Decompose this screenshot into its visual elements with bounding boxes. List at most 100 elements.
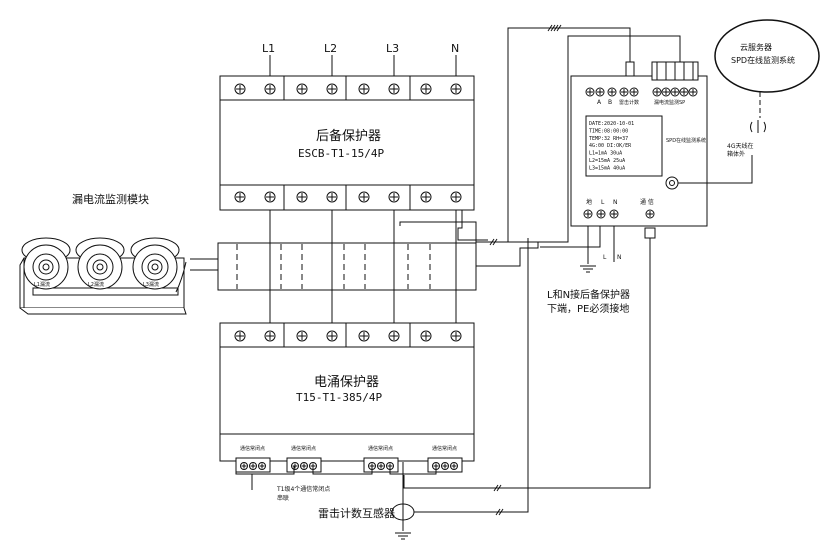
strike-input-block — [625, 61, 635, 77]
surge-top-screw — [420, 330, 432, 342]
surge-top-screw — [388, 330, 400, 342]
antenna-connector — [665, 155, 753, 190]
monitor-top-screw — [607, 87, 617, 97]
monitor-label-leak: 漏电流监测SP — [654, 99, 685, 106]
comm-series-wire — [312, 466, 373, 475]
ct-ring: L2漏流 — [75, 237, 125, 290]
backup-top-terminals — [234, 83, 462, 95]
monitor-top-screw — [670, 87, 680, 97]
phase-label-l1: L1 — [262, 42, 275, 55]
cloud-label-line1: 云服务器 — [740, 42, 772, 52]
phase-label-n: N — [451, 42, 459, 55]
monitor-bottom-n: N — [613, 199, 618, 206]
monitor-top-screw — [661, 87, 671, 97]
phase-wires — [269, 210, 457, 323]
monitor-label-b: B — [608, 99, 612, 106]
t1-note-line2: 串联 — [277, 494, 289, 502]
surge-top-screw — [326, 330, 338, 342]
comm-point-label: 通信常闭点 — [432, 445, 457, 452]
backup-bottom-screw — [420, 191, 432, 203]
comm-contact-block: 通信常闭点 — [235, 445, 271, 473]
comm-screw — [450, 462, 458, 470]
comm-contact-block: 通信常闭点 — [427, 445, 463, 473]
ct-label: L3漏流 — [143, 281, 159, 288]
comm-point-label: 通信常闭点 — [240, 445, 265, 452]
backup-bottom-screw — [326, 191, 338, 203]
ct-ring: L1漏流 — [21, 237, 71, 290]
backup-bottom-screw — [296, 191, 308, 203]
monitor-bottom-screw — [583, 209, 593, 219]
screen-line: TIME:08:00:00 — [589, 128, 628, 134]
backup-protector-model: ESCB-T1-15/4P — [298, 147, 384, 160]
surge-top-screw — [450, 330, 462, 342]
signal-wires — [399, 27, 681, 513]
backup-bottom-screw — [234, 191, 246, 203]
comm-connector — [644, 227, 656, 239]
monitor-bottom-l: L — [601, 199, 605, 206]
backup-top-screw — [420, 83, 432, 95]
monitor-top-screw — [595, 87, 605, 97]
monitor-top-screw — [619, 87, 629, 97]
note-line1: L和N接后备保护器 — [547, 288, 630, 301]
backup-top-screw — [326, 83, 338, 95]
monitor-bottom-terminals — [583, 209, 655, 219]
monitor-side-label: SPD在线监测系统 — [666, 137, 706, 144]
monitor-top-screw — [629, 87, 639, 97]
backup-top-screw — [358, 83, 370, 95]
comm-screw — [300, 462, 308, 470]
phase-label-l2: L2 — [324, 42, 337, 55]
backup-top-screw — [450, 83, 462, 95]
strike-sensor-label: 雷击计数互感器 — [318, 507, 395, 520]
screen-line: L3=15mA 40uA — [589, 165, 625, 171]
comm-series-wire — [389, 466, 437, 475]
monitor-bottom-screw — [609, 209, 619, 219]
comm-screw — [441, 462, 449, 470]
busway-block — [190, 242, 477, 291]
backup-top-screw — [234, 83, 246, 95]
comm-contact-block: 通信常闭点 — [286, 445, 322, 473]
backup-protector — [219, 75, 475, 211]
ln-label-n: N — [617, 254, 622, 261]
ln-label-l: L — [603, 254, 607, 261]
monitor-bottom-screw — [596, 209, 606, 219]
monitor-bottom-screw — [645, 209, 655, 219]
leakage-module-title: 漏电流监测模块 — [72, 192, 149, 206]
phase-label-l3: L3 — [386, 42, 399, 55]
cloud-label-line2: SPD在线监测系统 — [731, 55, 795, 65]
surge-top-screw — [264, 330, 276, 342]
surge-top-screw — [296, 330, 308, 342]
ground-symbol — [580, 265, 596, 273]
comm-screw — [377, 462, 385, 470]
backup-top-screw — [264, 83, 276, 95]
comm-screw — [258, 462, 266, 470]
surge-top-terminals — [234, 330, 462, 342]
monitor-label-strike: 雷击计数 — [619, 99, 639, 106]
comm-point-label: 通信常闭点 — [291, 445, 316, 452]
surge-protector — [219, 322, 475, 462]
surge-protector-title: 电涌保护器 — [314, 375, 379, 390]
monitor-top-screw — [688, 87, 698, 97]
ct-ring: L3漏流 — [130, 237, 180, 290]
antenna-label-line2: 箱体外 — [727, 150, 745, 158]
comm-screw — [249, 462, 257, 470]
monitor-top-terminals — [585, 61, 699, 97]
monitor-bottom-comm: 通 信 — [640, 198, 654, 206]
monitor-label-a: A — [597, 99, 602, 106]
monitor-top-screw — [652, 87, 662, 97]
hatch-marks — [489, 24, 562, 516]
surge-top-screw — [234, 330, 246, 342]
t1-note-line1: T1级4个通信常闭点 — [276, 485, 330, 493]
busway-dashed — [236, 244, 431, 289]
note-line2: 下端，PE必须接地 — [547, 302, 629, 315]
leak-input-block — [651, 61, 699, 97]
backup-bottom-screw — [388, 191, 400, 203]
ground-symbol — [395, 532, 411, 540]
screen-line: DATE:2020-10-01 — [589, 121, 634, 127]
screen-line: L1=1mA 30uA — [589, 151, 622, 157]
backup-bottom-screw — [450, 191, 462, 203]
comm-contact-blocks: 通信常闭点通信常闭点通信常闭点通信常闭点 — [235, 445, 463, 475]
backup-bottom-terminals — [234, 191, 462, 203]
antenna-icon — [750, 120, 766, 133]
